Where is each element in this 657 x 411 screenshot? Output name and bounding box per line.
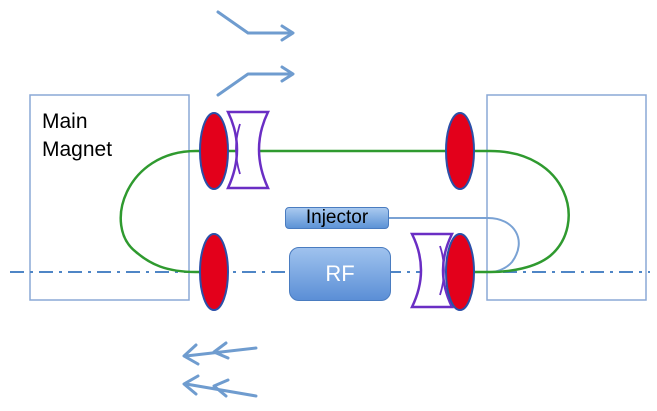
lens-left bbox=[226, 110, 270, 190]
arrow-left-icon bbox=[182, 341, 258, 366]
injector-box: Injector bbox=[285, 207, 389, 229]
injector-label: Injector bbox=[305, 207, 369, 228]
mirror-left-lower bbox=[199, 233, 229, 311]
mirror-right-upper bbox=[445, 112, 475, 190]
lens-right bbox=[409, 232, 455, 309]
arrow-right-icon bbox=[216, 65, 295, 97]
main-magnet-label-line1: Main bbox=[42, 110, 88, 133]
main-magnet-label: Main Magnet bbox=[42, 108, 112, 164]
mirror-left-upper bbox=[199, 112, 229, 190]
main-magnet-label-line2: Magnet bbox=[42, 138, 113, 161]
mirror-right-lower bbox=[445, 233, 475, 311]
rf-box: RF bbox=[289, 247, 391, 301]
main-magnet-left bbox=[29, 94, 190, 301]
rf-label: RF bbox=[325, 261, 355, 286]
arrow-left-icon bbox=[182, 374, 258, 398]
arrow-right-icon bbox=[216, 10, 295, 42]
